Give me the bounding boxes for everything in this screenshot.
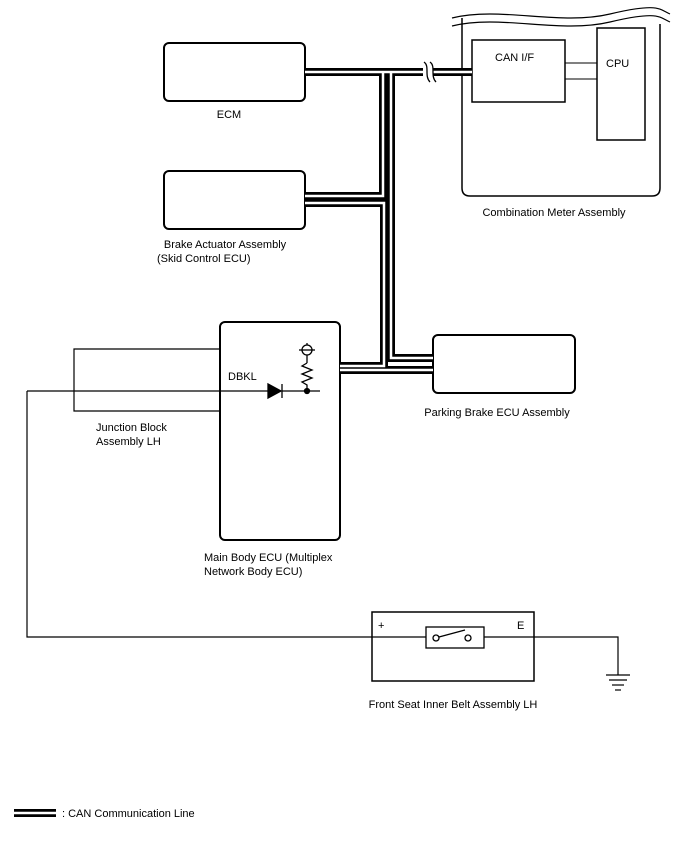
parking-brake-label: Parking Brake ECU Assembly <box>424 407 570 419</box>
belt-switch-icon <box>372 626 534 649</box>
diode-icon <box>267 382 283 400</box>
junction-block-label-1: Junction Block <box>96 422 167 434</box>
dbkl-label: DBKL <box>228 371 257 383</box>
brake-actuator-label-2: (Skid Control ECU) <box>157 253 251 265</box>
can-if-box <box>471 39 566 103</box>
front-seat-belt-label: Front Seat Inner Belt Assembly LH <box>368 699 538 711</box>
main-body-ecu-label-1: Main Body ECU (Multiplex <box>204 552 333 564</box>
main-body-ecu-box <box>219 321 341 541</box>
line-break-mark <box>423 61 437 83</box>
e-terminal-label: E <box>517 620 525 632</box>
combination-meter-label: Combination Meter Assembly <box>482 207 626 219</box>
combination-meter-outline <box>451 7 671 197</box>
junction-block-lines <box>73 348 220 412</box>
parking-brake-box <box>432 334 576 394</box>
brake-actuator-box <box>163 170 306 230</box>
belt-circuit-line <box>26 391 630 691</box>
can-if-label: CAN I/F <box>495 52 535 64</box>
cpu-box <box>596 27 646 141</box>
ecm-box <box>163 42 306 102</box>
plus-terminal-label: + <box>378 620 385 632</box>
legend-can-label: : CAN Communication Line <box>62 808 195 820</box>
ecm-label: ECM <box>216 109 242 121</box>
dbkl-circuit <box>27 343 320 400</box>
can-bus-lines <box>305 68 472 374</box>
brake-actuator-label-1: Brake Actuator Assembly <box>163 239 287 251</box>
main-body-ecu-label-2: Network Body ECU) <box>204 566 303 578</box>
junction-block-label-2: Assembly LH <box>96 436 161 448</box>
cpu-label: CPU <box>606 58 630 70</box>
